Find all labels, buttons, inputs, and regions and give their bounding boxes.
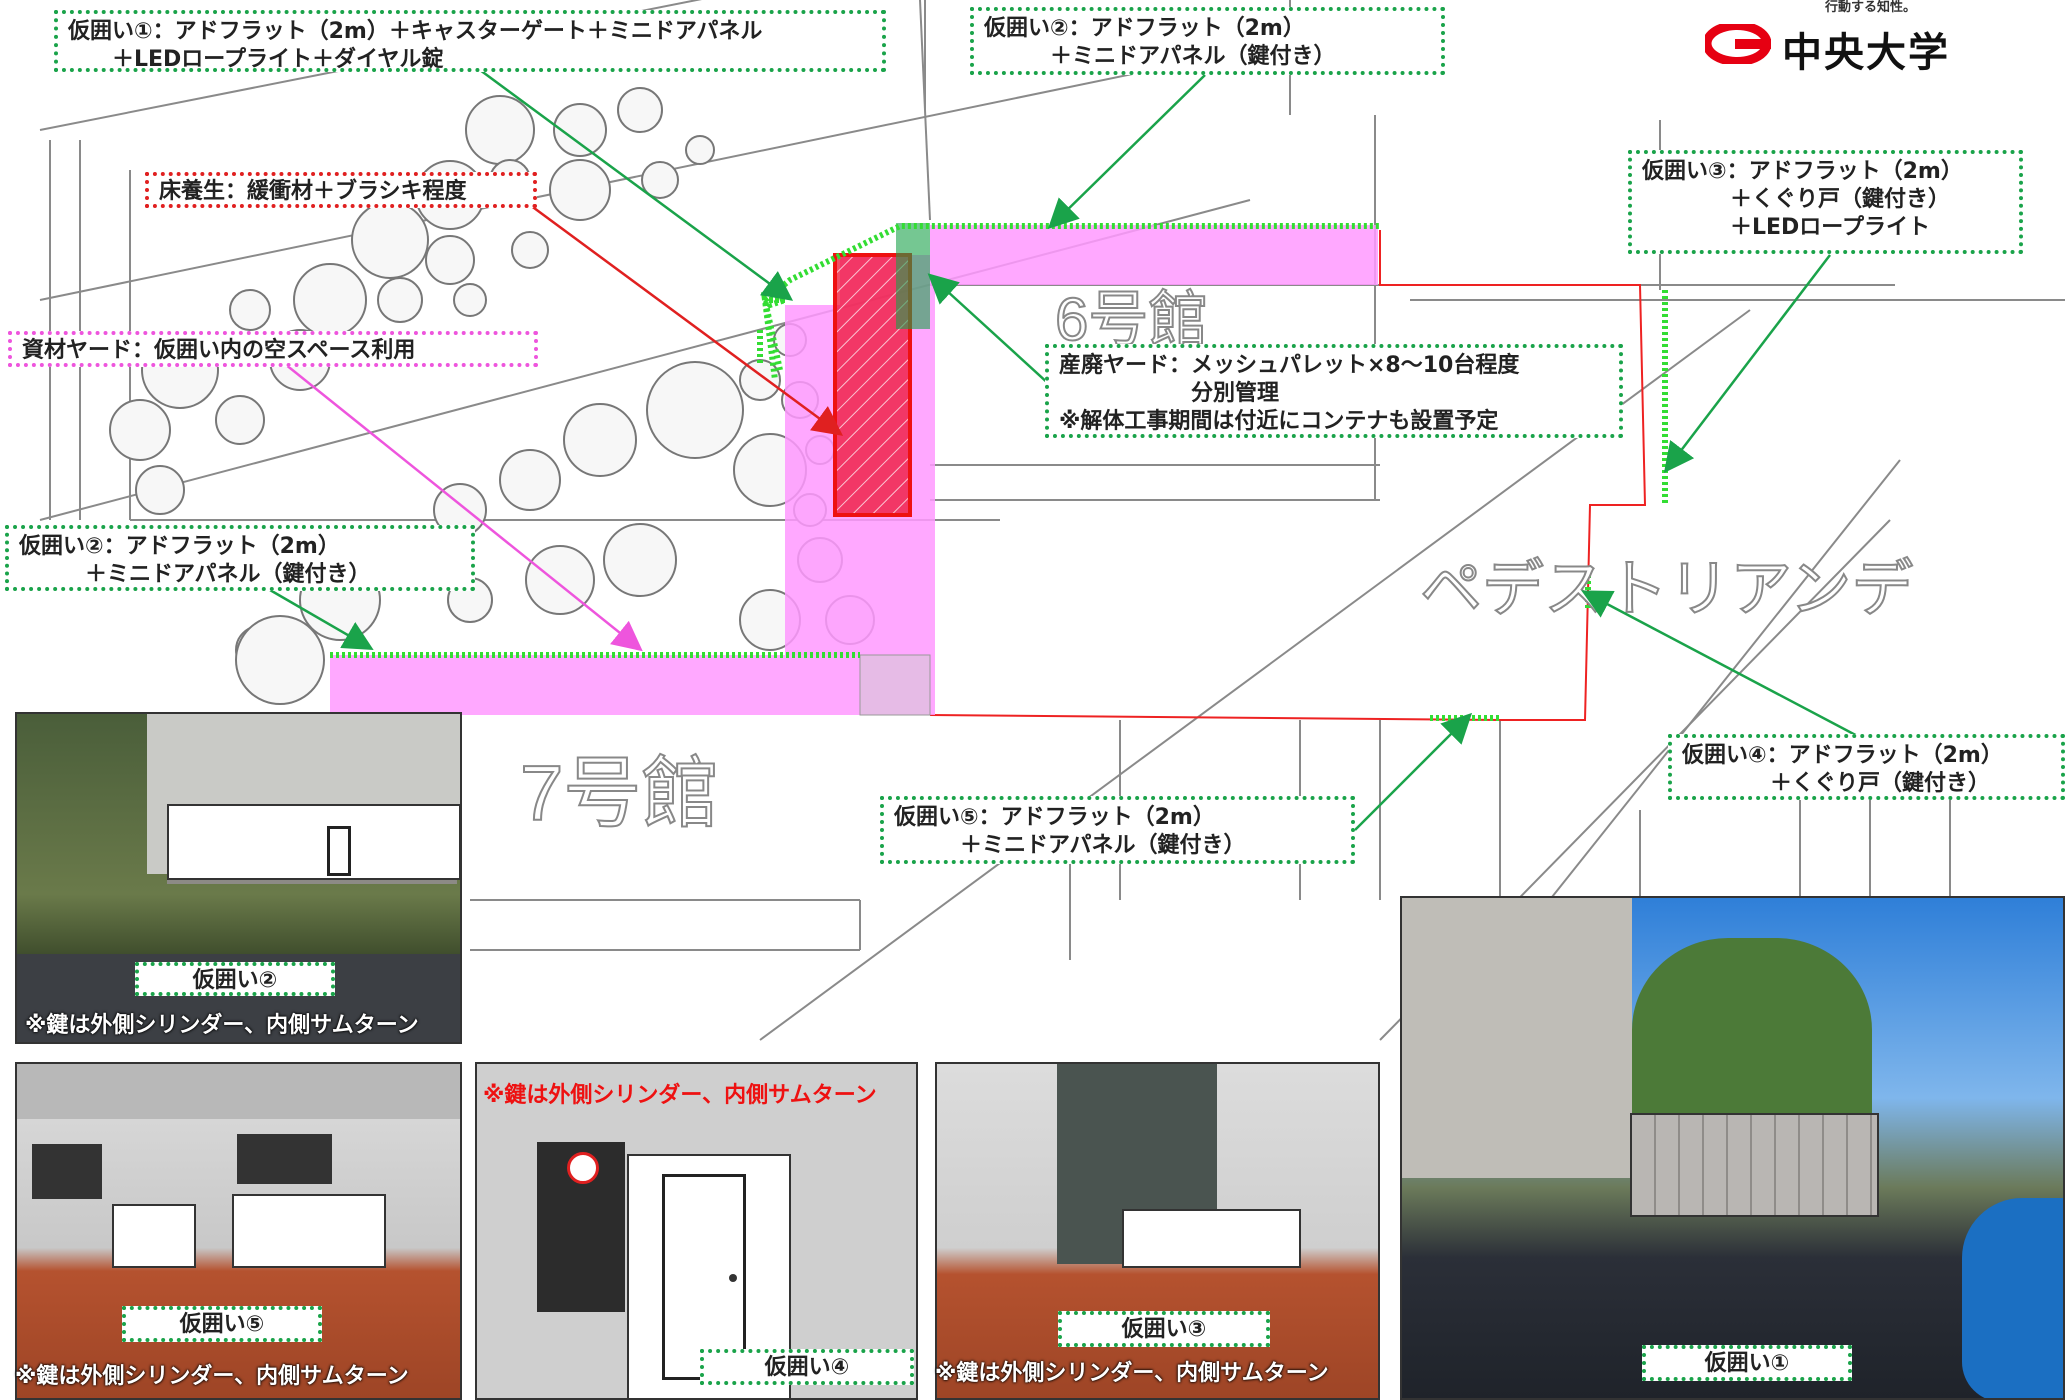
photo-fence2-note: ※鍵は外側シリンダー、内側サムターン [25, 1013, 419, 1038]
photo-fence5 [15, 1062, 462, 1400]
fence2-left-label: 仮囲い②：アドフラット（2m） ＋ミニドアパネル（鍵付き） [5, 525, 475, 591]
university-tagline: 行動する知性。 [1825, 0, 1917, 15]
photo-fence5-caption: 仮囲い⑤ [122, 1306, 322, 1342]
university-name: 中央大学 [1782, 30, 1950, 76]
photo-fence4-note: ※鍵は外側シリンダー、内側サムターン [483, 1083, 877, 1108]
fence2-top-label: 仮囲い②：アドフラット（2m） ＋ミニドアパネル（鍵付き） [970, 7, 1445, 75]
waste-yard-label: 産廃ヤード：メッシュパレット×8〜10台程度 分別管理 ※解体工事期間は付近にコ… [1045, 344, 1623, 438]
fence-panel [232, 1194, 386, 1268]
fence-panel [1630, 1113, 1879, 1217]
door-panel [327, 826, 351, 876]
photo-fence2 [15, 712, 462, 1044]
fence-panel [112, 1204, 196, 1268]
university-logo-icon [1705, 24, 1771, 64]
photo-fence3-note: ※鍵は外側シリンダー、内側サムターン [935, 1361, 1329, 1386]
photo-fence1 [1400, 896, 2065, 1400]
material-yard-label: 資材ヤード：仮囲い内の空スペース利用 [8, 331, 538, 367]
no-smoking-icon [567, 1152, 599, 1184]
fence-panel [1122, 1209, 1301, 1268]
photo-fence4-caption: 仮囲い④ [700, 1349, 914, 1385]
photo-fence3 [935, 1062, 1380, 1400]
car [1962, 1198, 2063, 1398]
photo-fence2-caption: 仮囲い② [135, 962, 335, 996]
svg-text:6号館: 6号館 [1055, 286, 1208, 353]
floor-protection-label: 床養生：緩衝材＋ブラシキ程度 [145, 172, 537, 208]
fence3-label: 仮囲い③：アドフラット（2m） ＋くぐり戸（鍵付き） ＋LEDロープライト [1628, 150, 2023, 254]
fence1-label: 仮囲い①：アドフラット（2m）＋キャスターゲート＋ミニドアパネル ＋LEDロープ… [54, 10, 886, 72]
fence-panel [167, 804, 460, 880]
photo-fence1-caption: 仮囲い① [1642, 1345, 1852, 1381]
svg-text:ペデストリアンデ: ペデストリアンデ [1420, 555, 1914, 624]
photo-fence4 [475, 1062, 918, 1400]
fence4-label: 仮囲い④：アドフラット（2m） ＋くぐり戸（鍵付き） [1668, 734, 2065, 800]
fence5-label: 仮囲い⑤：アドフラット（2m） ＋ミニドアパネル（鍵付き） [880, 796, 1355, 864]
photo-fence3-caption: 仮囲い③ [1058, 1311, 1270, 1347]
svg-text:7号館: 7号館 [520, 749, 719, 837]
photo-fence5-note: ※鍵は外側シリンダー、内側サムターン [15, 1364, 409, 1389]
